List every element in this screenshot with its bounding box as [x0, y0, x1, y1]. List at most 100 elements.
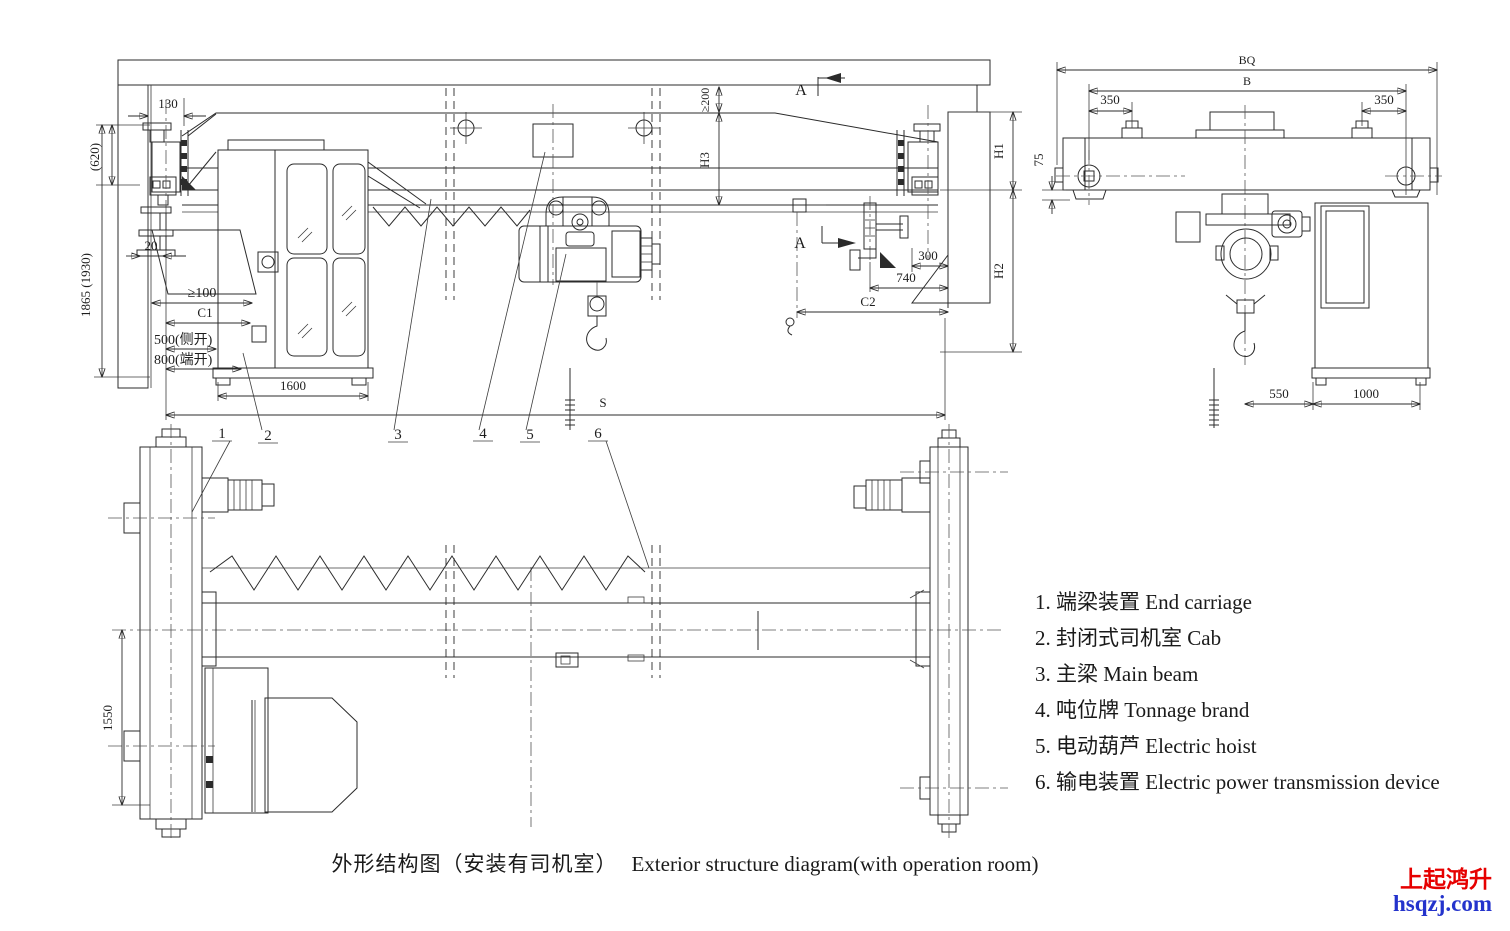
side-view: BQ B 350 350 75 550: [1031, 53, 1442, 428]
dim-1000-label: 1000: [1353, 386, 1379, 401]
dim-20: 20: [126, 238, 186, 256]
dim-h2: H2: [940, 190, 1022, 352]
section-a-label: A: [795, 82, 807, 99]
legend-item-5: 5. 电动葫芦 Electric hoist: [1035, 734, 1257, 758]
legend-item-3: 3. 主梁 Main beam: [1035, 662, 1199, 686]
dim-ge200: ≥200: [698, 87, 719, 112]
dim-1550: 1550: [100, 630, 150, 805]
dim-b: B: [1089, 74, 1406, 195]
dim-1000: 1000: [1313, 382, 1420, 410]
dim-1865-label: 1865 (1930): [78, 253, 93, 317]
hoist-motor: [611, 230, 641, 278]
dim-b-label: B: [1243, 74, 1251, 88]
cab-side-window: [1320, 205, 1370, 309]
cab-plan: [204, 667, 358, 814]
watermark-brand: 上起鸿升: [1400, 867, 1492, 892]
dim-800-label: 800(端开): [154, 352, 213, 368]
door-handle: [257, 251, 279, 273]
dim-300-label: 300: [918, 248, 938, 263]
travel-motor-right: [853, 477, 931, 513]
dim-75-label: 75: [1031, 154, 1046, 167]
dim-500-label: 500(侧开): [154, 332, 213, 348]
dim-800: 800(端开): [154, 352, 241, 369]
main-beam: [181, 112, 939, 213]
right-wall-hatch: [911, 85, 991, 308]
caption-zh: 外形结构图（安装有司机室）: [331, 852, 618, 876]
trolley-wheel: [591, 200, 607, 216]
dim-bq-label: BQ: [1239, 53, 1256, 67]
dim-550-label: 550: [1269, 386, 1289, 401]
dim-ge100-label: ≥100: [188, 286, 217, 301]
dim-350l-label: 350: [1100, 92, 1120, 107]
dim-20-label: 20: [145, 238, 158, 253]
dim-bq: BQ: [1057, 53, 1437, 195]
left-end-carriage-front: [142, 100, 217, 258]
cab-window: [286, 163, 328, 255]
main-beam-plan: [112, 545, 1005, 827]
cab-side: [1311, 202, 1431, 386]
front-view: 130 (620) 1865 (1930) 20 ≥100 C1 500(侧开): [78, 59, 1022, 430]
cable-hanger-side: [1209, 368, 1219, 428]
dim-500: 500(侧开): [154, 332, 216, 349]
cable-hanger: [565, 368, 575, 430]
right-end-carriage-plan: [900, 424, 1008, 840]
callout-3: 3: [394, 427, 402, 443]
dim-130: 130: [128, 96, 206, 126]
festoon-cable-plan: [209, 555, 646, 591]
dim-1865: 1865 (1930): [78, 125, 150, 377]
electric-hoist-front: [518, 196, 661, 430]
dim-130-label: 130: [158, 96, 178, 111]
left-end-carriage-plan: [108, 424, 215, 842]
diagram-caption: 外形结构图（安装有司机室） Exterior structure diagram(…: [250, 848, 1120, 878]
dim-h1-label: H1: [991, 143, 1006, 159]
cab-window: [332, 163, 366, 255]
dim-h3-label: H3: [697, 152, 712, 168]
section-a-label: A: [794, 235, 806, 252]
legend-item-6: 6. 输电装置 Electric power transmission devi…: [1035, 770, 1440, 794]
cab-window: [332, 257, 366, 357]
dim-300: 300: [912, 248, 948, 272]
dim-c1-label: C1: [197, 305, 212, 320]
dim-1550-label: 1550: [100, 705, 115, 731]
bridge-beam-side: [1054, 105, 1442, 365]
suspension-bolt-right: [628, 112, 660, 144]
section-trace-lines: [445, 88, 661, 300]
hook-front: [586, 282, 607, 351]
power-collector: [785, 196, 909, 336]
dim-ge200-label: ≥200: [698, 88, 712, 113]
dim-1600: 1600: [218, 378, 368, 401]
cable-drum-side: [1220, 228, 1272, 280]
cab-front: [212, 139, 427, 386]
callout-1: 1: [218, 426, 226, 442]
dim-s: S: [166, 258, 945, 420]
dim-350-left: 350: [1089, 92, 1132, 128]
callout-2: 2: [264, 428, 272, 444]
suspension-bolt-left: [450, 112, 482, 144]
watermark: 上起鸿升 hsqzj.com: [1393, 868, 1492, 916]
dim-c2: C2: [797, 294, 948, 312]
trolley-wheel: [548, 200, 564, 216]
dim-620-label: (620): [87, 143, 102, 171]
dim-h1: H1: [940, 112, 1022, 190]
plan-view: 1550 1 2 3 4 5 6: [100, 151, 1008, 842]
electric-hoist-side: [1175, 193, 1311, 428]
caption-en: Exterior structure diagram(with operatio…: [631, 852, 1039, 876]
section-marker-a-top: A: [795, 73, 845, 99]
dim-h2-label: H2: [991, 263, 1006, 279]
dim-ge100: ≥100: [152, 286, 252, 303]
dim-1600-label: 1600: [280, 378, 306, 393]
callout-5: 5: [526, 427, 534, 443]
watermark-site: hsqzj.com: [1392, 891, 1492, 916]
cab-window: [286, 257, 328, 357]
door-lock: [251, 325, 267, 343]
callouts: 1 2 3 4 5 6: [191, 151, 650, 569]
dim-75: 75: [1031, 154, 1070, 214]
callout-6: 6: [594, 426, 602, 442]
callout-4: 4: [479, 426, 487, 442]
festoon-cable-front: [372, 206, 531, 227]
section-marker-a-mid: A: [794, 226, 856, 252]
dim-350-right: 350: [1362, 92, 1406, 126]
cable-drum: [555, 247, 607, 282]
